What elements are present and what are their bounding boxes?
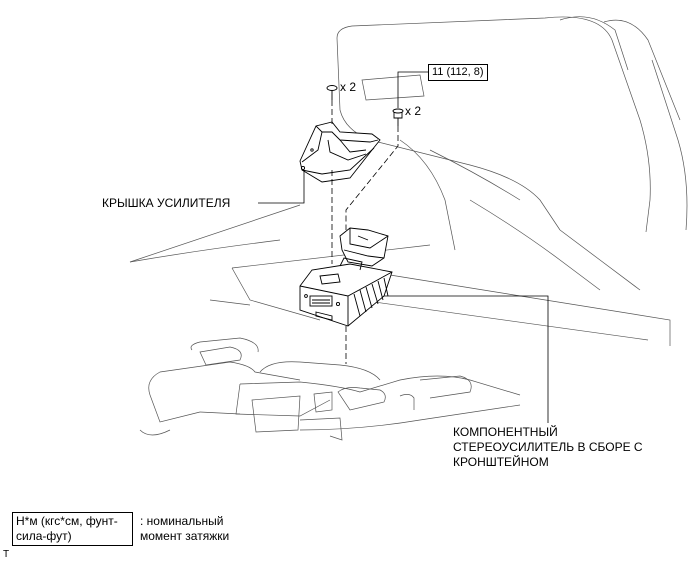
amplifier-assembly-label-line2: СТЕРЕОУСИЛИТЕЛЬ В СБОРЕ С (453, 440, 643, 454)
bolt-quantity: x 2 (405, 104, 422, 118)
assembly-guide-lines (331, 100, 399, 364)
amplifier-cover-drawing (299, 121, 381, 183)
corner-mark: T (3, 549, 10, 560)
clip-quantity: x 2 (340, 80, 357, 94)
amplifier-cover-label: КРЫШКА УСИЛИТЕЛЯ (102, 196, 231, 210)
clip-icon (326, 85, 338, 100)
bolt-icon (392, 108, 404, 126)
torque-unit-legend: Н*м (кгс*см, фунт- сила-фут) (12, 512, 133, 546)
torque-unit-line2: сила-фут) (16, 529, 72, 543)
amplifier-assembly-label-line3: КРОНШТЕЙНОМ (453, 455, 549, 469)
torque-legend-desc-line1: : номинальный (140, 514, 224, 528)
bracket-drawing (339, 227, 389, 267)
vehicle-interior-outline (129, 16, 688, 441)
torque-legend-desc-line2: момент затяжки (140, 529, 230, 543)
torque-legend-description: : номинальный момент затяжки (140, 514, 229, 544)
leader-lines (258, 71, 549, 423)
bolt-torque-value: 11 (112, 8) (428, 64, 488, 81)
torque-unit-line1: Н*м (кгс*см, фунт- (16, 514, 118, 528)
stereo-amplifier-drawing (299, 257, 393, 327)
amplifier-assembly-label-line1: КОМПОНЕНТНЫЙ (453, 425, 558, 439)
